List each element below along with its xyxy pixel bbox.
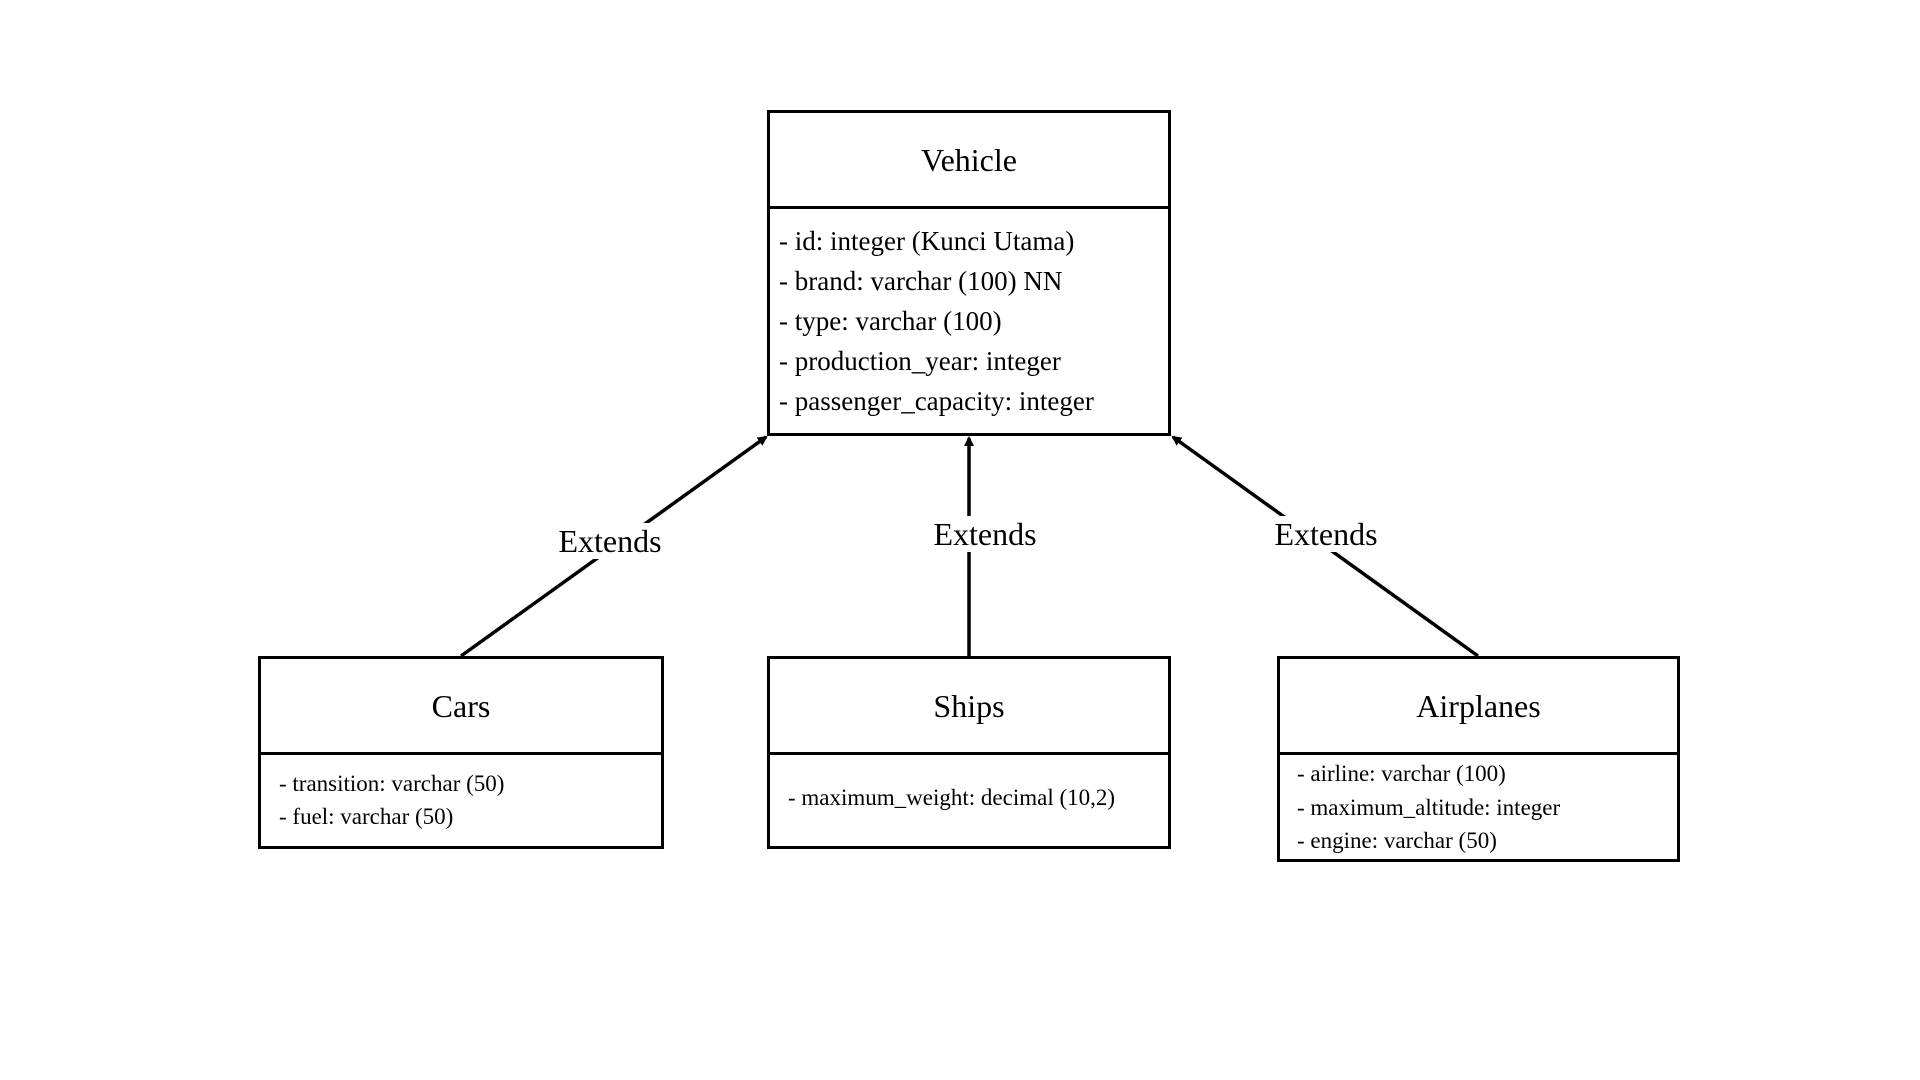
class-cars-attributes: - transition: varchar (50) - fuel: varch… (261, 755, 661, 833)
attribute-line: - maximum_weight: decimal (10,2) (788, 785, 1116, 810)
attribute-line: - airline: varchar (100) (1297, 761, 1506, 786)
class-airplanes-attributes: - airline: varchar (100) - maximum_altit… (1280, 755, 1677, 858)
class-vehicle: Vehicle - id: integer (Kunci Utama) - br… (767, 110, 1171, 436)
class-ships-attributes: - maximum_weight: decimal (10,2) (770, 755, 1168, 814)
attribute-line: - passenger_capacity: integer (779, 386, 1094, 416)
attribute-line: - transition: varchar (50) (279, 771, 505, 796)
class-vehicle-title: Vehicle (921, 141, 1017, 178)
extends-label-airplanes: Extends (1268, 516, 1384, 552)
class-cars: Cars - transition: varchar (50) - fuel: … (258, 656, 664, 849)
class-ships-title: Ships (933, 687, 1005, 724)
class-cars-title: Cars (431, 687, 491, 724)
attribute-line: - id: integer (Kunci Utama) (779, 226, 1075, 256)
class-airplanes-title: Airplanes (1416, 687, 1541, 724)
extends-label-ships: Extends (927, 516, 1043, 552)
attribute-line: - maximum_altitude: integer (1297, 794, 1561, 820)
class-ships: Ships - maximum_weight: decimal (10,2) (767, 656, 1171, 849)
class-airplanes-header: Airplanes (1280, 659, 1677, 755)
class-ships-header: Ships (770, 659, 1168, 755)
class-vehicle-attributes: - id: integer (Kunci Utama) - brand: var… (770, 209, 1168, 421)
class-airplanes: Airplanes - airline: varchar (100) - max… (1277, 656, 1680, 862)
attribute-line: - brand: varchar (100) NN (779, 266, 1063, 296)
attribute-line: - fuel: varchar (50) (279, 804, 454, 829)
class-vehicle-header: Vehicle (770, 113, 1168, 209)
attribute-line: - engine: varchar (50) (1297, 828, 1497, 853)
attribute-line: - production_year: integer (779, 346, 1061, 376)
attribute-line: - type: varchar (100) (779, 306, 1002, 336)
class-cars-header: Cars (261, 659, 661, 755)
extends-label-cars: Extends (552, 523, 668, 559)
